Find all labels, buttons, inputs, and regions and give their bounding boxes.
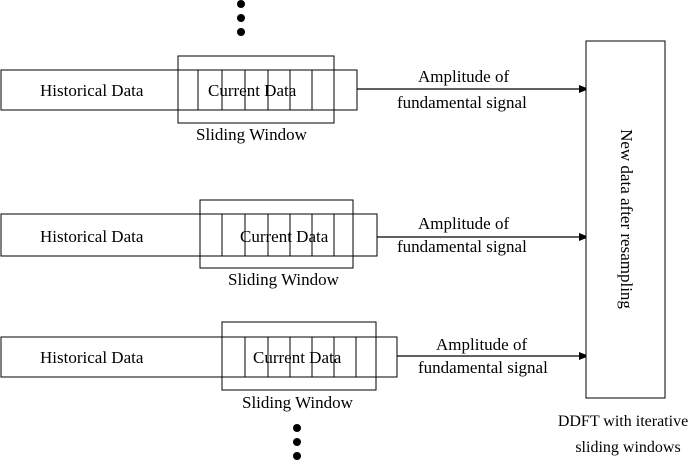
sliding-window-box [177, 55, 335, 124]
current-data-label: Current Data [240, 227, 329, 246]
historical-data-label: Historical Data [40, 227, 144, 246]
sliding-window-label: Sliding Window [228, 270, 340, 289]
ellipsis-bottom [293, 424, 301, 460]
arrow-label-line1: Amplitude of [418, 67, 509, 86]
current-data-label: Current Data [253, 348, 342, 367]
output-box [585, 40, 666, 399]
ellipsis-top [237, 0, 245, 36]
sliding-window-box [221, 321, 377, 391]
historical-data-label: Historical Data [40, 348, 144, 367]
row-1: Historical Data Current Data Sliding Win… [0, 55, 589, 144]
output-box-label: New data after resampling [617, 129, 636, 309]
row-3: Historical Data Current Data Sliding Win… [0, 321, 589, 412]
arrow-label-line2: fundamental signal [397, 93, 527, 112]
historical-data-bar [0, 69, 358, 111]
arrow-label-line1: Amplitude of [436, 335, 527, 354]
sliding-window-box [199, 199, 354, 269]
sliding-window-label: Sliding Window [196, 125, 308, 144]
caption-line2: sliding windows [575, 439, 680, 456]
arrow-label-line2: fundamental signal [397, 237, 527, 256]
historical-data-bar [0, 336, 398, 378]
row-2: Historical Data Current Data Sliding Win… [0, 199, 589, 289]
current-data-cells [221, 214, 335, 256]
current-data-cells [197, 70, 313, 110]
arrow-label-line2: fundamental signal [418, 358, 548, 377]
historical-data-label: Historical Data [40, 81, 144, 100]
arrow-label-line1: Amplitude of [418, 214, 509, 233]
historical-data-bar [0, 213, 378, 257]
current-data-label: Current Data [208, 81, 297, 100]
sliding-window-label: Sliding Window [242, 393, 354, 412]
caption-line1: DDFT with iterative [558, 413, 688, 430]
current-data-cells [244, 337, 357, 377]
